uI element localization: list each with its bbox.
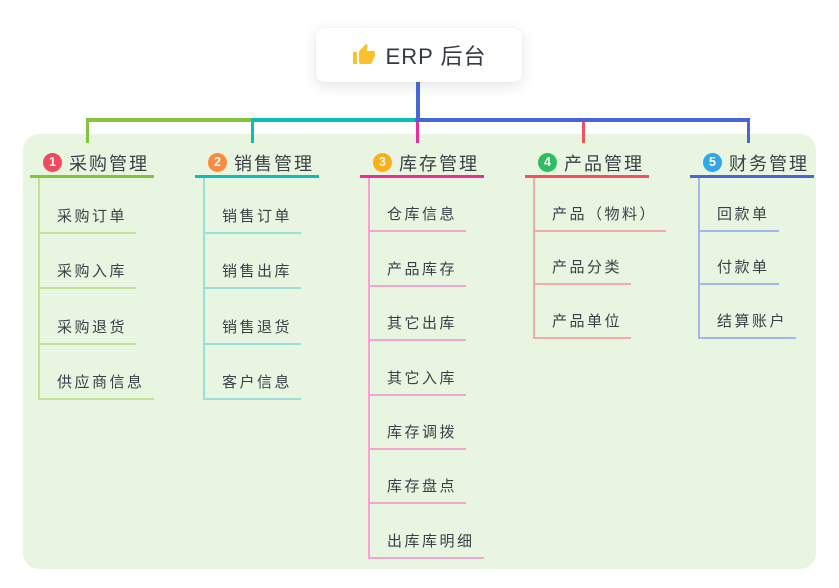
bus-line-purchase bbox=[86, 118, 253, 122]
child-node[interactable]: 回款单 bbox=[700, 178, 779, 232]
child-node[interactable]: 其它出库 bbox=[370, 287, 467, 342]
child-node[interactable]: 销售出库 bbox=[205, 234, 302, 289]
branch-header-sales[interactable]: 2 销售管理 bbox=[195, 150, 319, 178]
badge-2: 2 bbox=[208, 153, 227, 172]
child-node[interactable]: 库存调拨 bbox=[370, 396, 467, 450]
children-list: 产品（物料）产品分类产品单位 bbox=[533, 178, 667, 340]
child-node[interactable]: 产品（物料） bbox=[535, 178, 667, 232]
badge-3: 3 bbox=[373, 153, 392, 172]
thumbs-up-icon bbox=[352, 43, 376, 67]
child-node[interactable]: 采购退货 bbox=[40, 289, 137, 345]
branch-header-purchase[interactable]: 1 采购管理 bbox=[30, 150, 154, 178]
drop-line-product bbox=[582, 122, 585, 143]
child-node[interactable]: 产品分类 bbox=[535, 232, 632, 286]
drop-line-finance bbox=[747, 118, 750, 143]
child-node[interactable]: 仓库信息 bbox=[370, 178, 467, 233]
child-node[interactable]: 产品单位 bbox=[535, 285, 632, 340]
branch-header-product[interactable]: 4 产品管理 bbox=[525, 150, 649, 178]
branch-title: 库存管理 bbox=[399, 153, 479, 174]
child-node[interactable]: 客户信息 bbox=[205, 345, 302, 400]
branch-sales: 2 销售管理 销售订单销售出库销售退货客户信息 bbox=[195, 150, 319, 400]
child-node[interactable]: 库存盘点 bbox=[370, 450, 467, 505]
child-node[interactable]: 供应商信息 bbox=[40, 345, 154, 400]
child-node[interactable]: 其它入库 bbox=[370, 341, 467, 396]
child-node[interactable]: 采购订单 bbox=[40, 178, 137, 234]
child-node[interactable]: 付款单 bbox=[700, 232, 779, 286]
drop-line-sales bbox=[251, 118, 254, 143]
root-node[interactable]: ERP 后台 bbox=[316, 28, 522, 82]
child-node[interactable]: 采购入库 bbox=[40, 234, 137, 289]
root-stem-line bbox=[416, 82, 420, 120]
branches-panel bbox=[23, 134, 816, 569]
child-node[interactable]: 出库库明细 bbox=[370, 504, 484, 559]
child-node[interactable]: 产品库存 bbox=[370, 232, 467, 287]
branch-header-finance[interactable]: 5 财务管理 bbox=[690, 150, 814, 178]
branch-product: 4 产品管理 产品（物料）产品分类产品单位 bbox=[525, 150, 667, 340]
child-node[interactable]: 销售订单 bbox=[205, 178, 302, 234]
bus-line-sales bbox=[251, 118, 418, 122]
branch-inventory: 3 库存管理 仓库信息产品库存其它出库其它入库库存调拨库存盘点出库库明细 bbox=[360, 150, 484, 559]
badge-1: 1 bbox=[43, 153, 62, 172]
branch-title: 产品管理 bbox=[564, 153, 644, 174]
branch-purchase: 1 采购管理 采购订单采购入库采购退货供应商信息 bbox=[30, 150, 154, 400]
branch-title: 采购管理 bbox=[69, 153, 149, 174]
root-title: ERP 后台 bbox=[385, 44, 487, 69]
children-list: 仓库信息产品库存其它出库其它入库库存调拨库存盘点出库库明细 bbox=[368, 178, 484, 559]
badge-4: 4 bbox=[538, 153, 557, 172]
children-list: 销售订单销售出库销售退货客户信息 bbox=[203, 178, 302, 400]
branch-header-inventory[interactable]: 3 库存管理 bbox=[360, 150, 484, 178]
bus-line-finance bbox=[415, 118, 750, 122]
child-node[interactable]: 销售退货 bbox=[205, 289, 302, 345]
badge-5: 5 bbox=[703, 153, 722, 172]
drop-line-purchase bbox=[86, 118, 89, 143]
drop-line-inventory bbox=[416, 122, 419, 143]
children-list: 回款单付款单结算账户 bbox=[698, 178, 797, 340]
child-node[interactable]: 结算账户 bbox=[700, 285, 797, 340]
children-list: 采购订单采购入库采购退货供应商信息 bbox=[38, 178, 154, 400]
branch-finance: 5 财务管理 回款单付款单结算账户 bbox=[690, 150, 814, 340]
branch-title: 销售管理 bbox=[234, 153, 314, 174]
branch-title: 财务管理 bbox=[729, 153, 809, 174]
